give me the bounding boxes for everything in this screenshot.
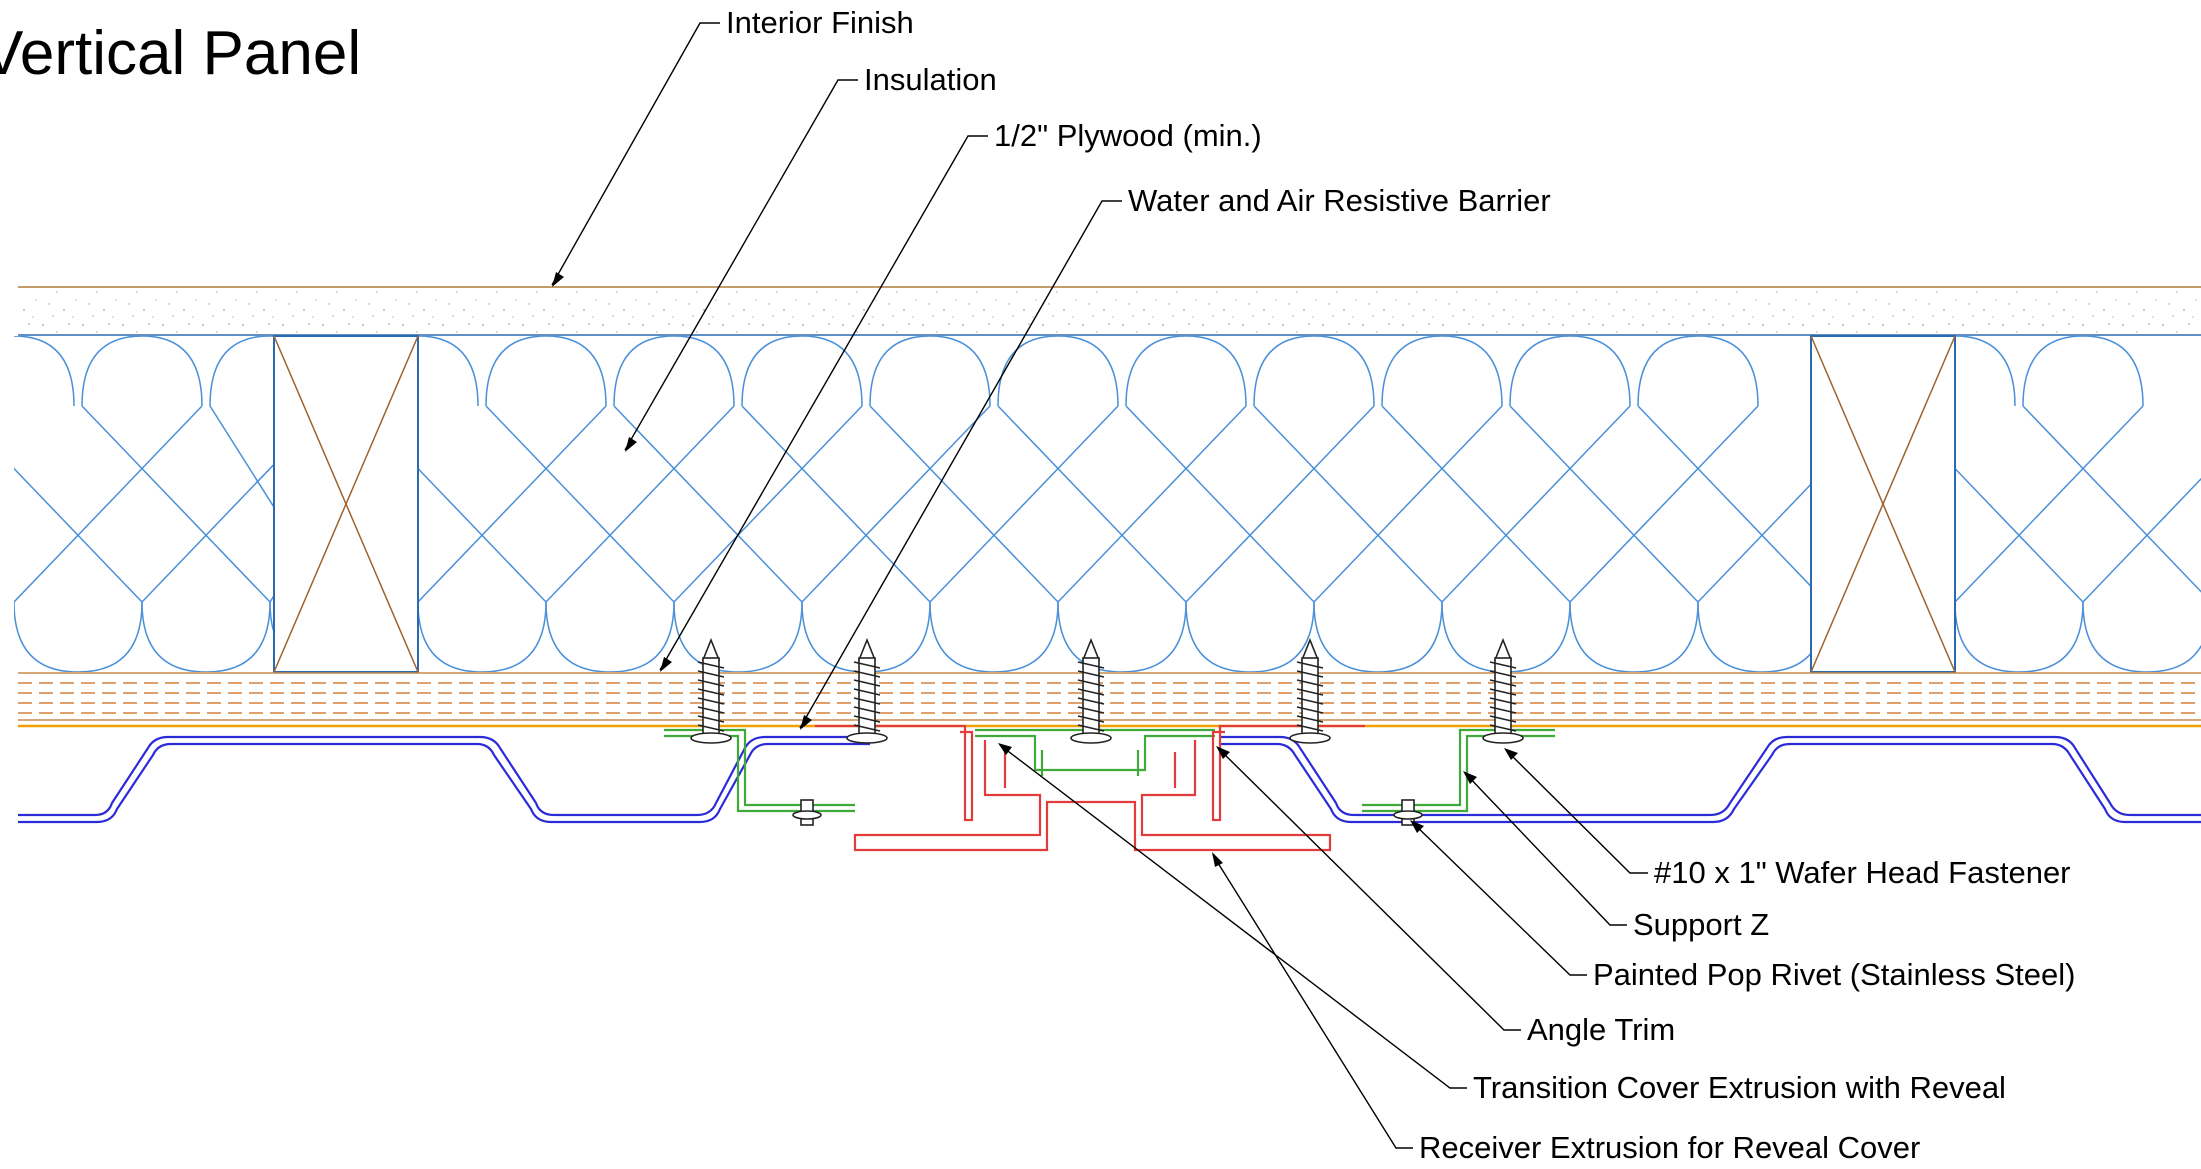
insulation-loop bbox=[997, 336, 1247, 672]
interior-finish-layer bbox=[18, 286, 2201, 336]
callout-water-air-barrier: Water and Air Resistive Barrier bbox=[1128, 183, 1551, 218]
pop-rivet-right bbox=[1393, 799, 1423, 826]
callout-insulation: Insulation bbox=[864, 62, 997, 97]
insulation-loop bbox=[869, 336, 1119, 672]
insulation-loop bbox=[1894, 336, 2144, 672]
receiver-extrusion bbox=[853, 740, 1332, 852]
insulation-loop bbox=[357, 336, 607, 672]
insulation-loop bbox=[613, 336, 863, 672]
callout-pop-rivet: Painted Pop Rivet (Stainless Steel) bbox=[1593, 957, 2075, 992]
drawing-title: Vertical Panel bbox=[0, 19, 361, 88]
insulation-loop bbox=[209, 336, 395, 672]
insulation-loop bbox=[1253, 336, 1503, 672]
insulation-loop bbox=[2022, 336, 2201, 672]
callout-interior-finish: Interior Finish bbox=[726, 5, 914, 40]
wafer-head-fastener bbox=[1289, 637, 1331, 744]
wood-stud-right bbox=[1810, 335, 1956, 673]
insulation-loop bbox=[1509, 336, 1759, 672]
insulation-batts bbox=[14, 336, 2201, 672]
wafer-head-fasteners bbox=[690, 637, 1524, 744]
leader-lines bbox=[551, 22, 1648, 1149]
metal-panel-profile bbox=[18, 735, 2201, 824]
angle-trim bbox=[815, 724, 1365, 822]
callout-support-z: Support Z bbox=[1633, 907, 1769, 942]
insulation-loop bbox=[485, 336, 735, 672]
wood-stud-left bbox=[273, 335, 419, 673]
callout-receiver-extrusion: Receiver Extrusion for Reveal Cover bbox=[1419, 1130, 1920, 1165]
callout-wafer-head-fastener: #10 x 1" Wafer Head Fastener bbox=[1654, 855, 2071, 890]
wafer-head-fastener bbox=[1070, 637, 1112, 744]
wafer-head-fastener bbox=[690, 637, 732, 744]
insulation-loop bbox=[1381, 336, 1631, 672]
support-z-left bbox=[664, 728, 855, 813]
wafer-head-fastener bbox=[846, 637, 888, 744]
pop-rivet-left bbox=[792, 799, 822, 826]
insulation-loop bbox=[1637, 336, 1887, 672]
insulation-loop bbox=[1125, 336, 1375, 672]
callout-angle-trim: Angle Trim bbox=[1527, 1012, 1675, 1047]
callout-plywood: 1/2" Plywood (min.) bbox=[994, 118, 1262, 153]
wafer-head-fastener bbox=[1482, 637, 1524, 744]
insulation-loop bbox=[741, 336, 991, 672]
insulation-loop bbox=[14, 336, 203, 672]
plywood-sheathing-layer bbox=[18, 672, 2201, 721]
callout-transition-cover: Transition Cover Extrusion with Reveal bbox=[1473, 1070, 2006, 1105]
insulation-loop bbox=[81, 336, 331, 672]
